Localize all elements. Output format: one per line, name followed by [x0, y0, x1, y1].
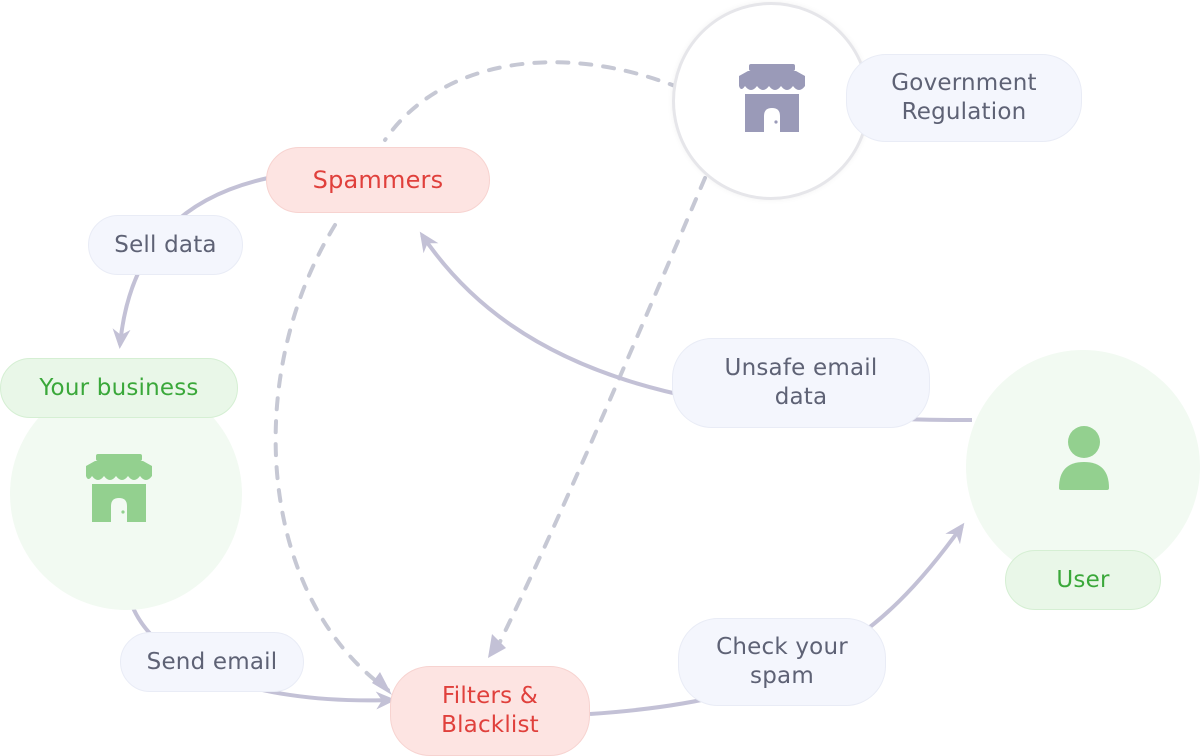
government-regulation-node: Government Regulation — [846, 54, 1082, 142]
check-your-spam-label: Check your spam — [678, 618, 886, 706]
dashed-spammers-to-filters-arrowhead — [372, 672, 392, 695]
spammers-node: Spammers — [266, 147, 490, 213]
unsafe-email-line1: Unsafe email — [724, 355, 878, 382]
sell-data-label: Sell data — [88, 215, 243, 275]
dashed-spammers-to-filters — [273, 223, 390, 692]
send-email-text: Send email — [146, 648, 278, 675]
filters-label-line2: Blacklist — [441, 712, 539, 738]
government-label-line1: Government — [891, 70, 1037, 97]
your-business-label: Your business — [39, 374, 199, 401]
filters-blacklist-node: Filters & Blacklist — [390, 666, 590, 756]
unsafe-email-line2: data — [774, 384, 828, 410]
person-icon — [1059, 426, 1109, 490]
government-label-line2: Regulation — [901, 99, 1027, 125]
your-business-node: Your business — [0, 358, 238, 418]
user-node: User — [1005, 550, 1161, 610]
send-email-label: Send email — [120, 632, 304, 692]
sell-data-text: Sell data — [114, 231, 217, 258]
spammers-label: Spammers — [312, 166, 444, 194]
storefront-icon — [739, 64, 805, 132]
storefront-icon — [86, 454, 152, 522]
dashed-government-to-spammers — [383, 60, 682, 142]
dashed-government-to-filters — [493, 176, 707, 654]
filters-label-line1: Filters & — [442, 683, 538, 710]
unsafe-email-data-label: Unsafe email data — [672, 338, 930, 428]
user-label: User — [1056, 566, 1110, 593]
dashed-government-to-filters-arrowhead — [488, 634, 506, 658]
check-spam-line1: Check your — [716, 634, 848, 661]
check-spam-line2: spam — [750, 663, 814, 689]
